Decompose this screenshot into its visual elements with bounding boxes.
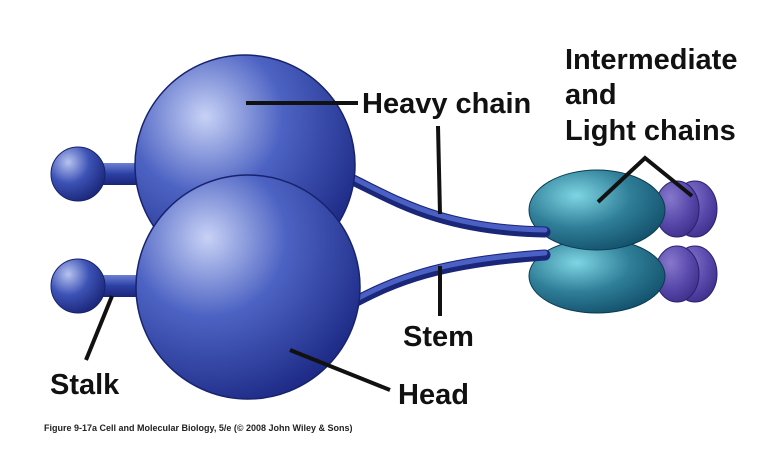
intermediate-chain-upper: [528, 169, 666, 251]
heads: [134, 54, 361, 400]
stem-upper-highlight: [346, 173, 548, 233]
head-lower: [135, 174, 361, 400]
stalk-leader: [84, 295, 114, 361]
intermediate-chains: [528, 169, 666, 314]
stem-upper: [343, 172, 551, 238]
figure-caption: Figure 9-17a Cell and Molecular Biology,…: [44, 423, 352, 433]
light-chains: [654, 180, 718, 303]
stem-leader-upper: [436, 125, 442, 215]
stalk-tip-upper: [50, 146, 106, 202]
stem-lower: [343, 249, 551, 311]
label-intermediate-line1: Intermediate: [565, 44, 737, 76]
stem-lower-highlight: [346, 250, 548, 306]
label-stalk: Stalk: [50, 369, 120, 401]
intermediate-chains-leader: [596, 155, 694, 204]
head-leader: [289, 348, 391, 392]
stalk-tip-lower: [50, 258, 106, 314]
label-head: Head: [398, 379, 469, 411]
label-heavy-chain: Heavy chain: [362, 88, 531, 120]
label-intermediate-line2: and: [565, 79, 617, 111]
leader-lines: [84, 101, 694, 392]
stems: [343, 172, 551, 311]
label-light-chains: Light chains: [565, 115, 736, 147]
label-stem: Stem: [403, 321, 474, 353]
